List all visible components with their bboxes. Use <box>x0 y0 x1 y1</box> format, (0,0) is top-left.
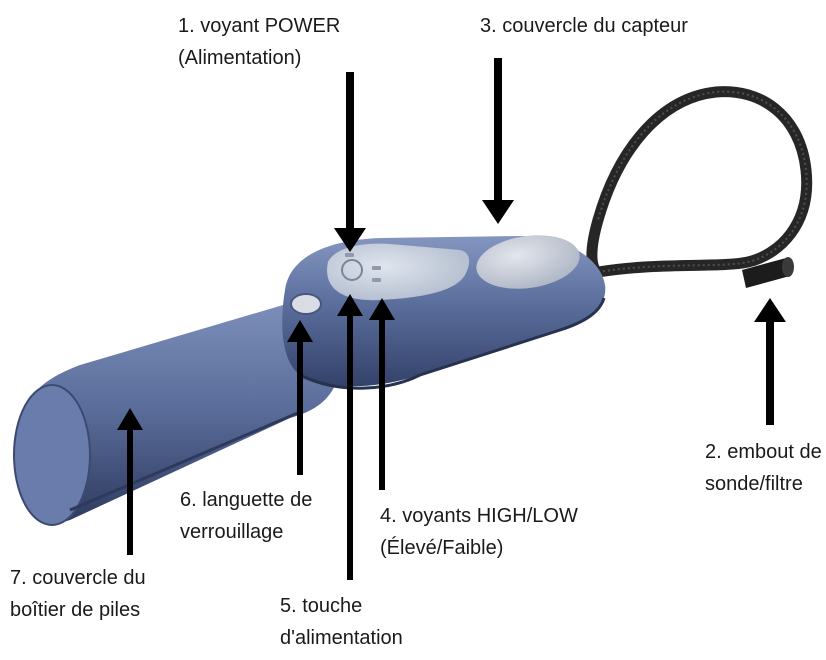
label-battery-cover: 7. couvercle du boîtier de piles <box>10 567 146 621</box>
handle-endcap <box>13 384 91 526</box>
power-button-shape <box>341 259 363 281</box>
probe-tip-shape <box>742 258 790 288</box>
probe-hose <box>586 86 813 278</box>
label-high-low-leds: 4. voyants HIGH/LOW (Élevé/Faible) <box>380 505 578 559</box>
label-probe-tip: 2. embout de sonde/filtre <box>705 441 822 495</box>
label-sensor-cover: 3. couvercle du capteur <box>480 15 688 37</box>
label-power-key: 5. touche d'alimentation <box>280 595 403 649</box>
battery-handle <box>19 298 343 522</box>
sensor-cover-shape <box>476 235 580 289</box>
label-power-led: 1. voyant POWER (Alimentation) <box>178 15 341 69</box>
power-led-shape <box>345 253 354 257</box>
control-panel <box>327 243 470 301</box>
lock-tab-shape <box>290 293 322 315</box>
label-lock-tab: 6. languette de verrouillage <box>180 489 313 543</box>
